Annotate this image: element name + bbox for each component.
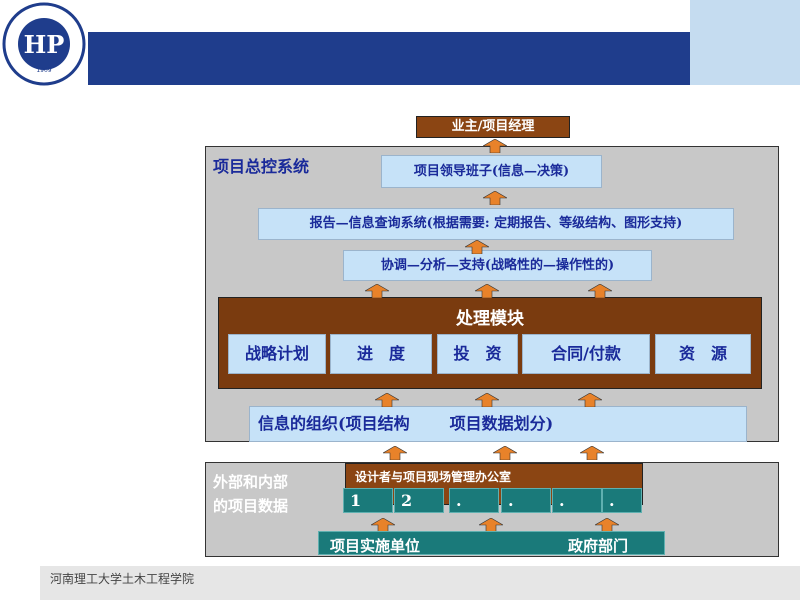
module-schedule: 进 度 <box>330 334 432 374</box>
coordination-box: 协调—分析—支持(战略性的—操作性的) <box>343 250 652 281</box>
up-arrow-icon <box>383 446 407 460</box>
module-resources: 资 源 <box>655 334 751 374</box>
up-arrow-icon <box>365 284 389 298</box>
footer-bar: 河南理工大学土木工程学院 <box>40 566 800 600</box>
processing-module-title: 处理模块 <box>456 309 524 329</box>
up-arrow-icon <box>371 518 395 532</box>
data-item: . <box>501 488 551 513</box>
up-arrow-icon <box>483 139 507 153</box>
up-arrow-icon <box>483 191 507 205</box>
up-arrow-icon <box>595 518 619 532</box>
module-investment: 投 资 <box>437 334 518 374</box>
up-arrow-icon <box>493 446 517 460</box>
info-organization-box: 信息的组织(项目结构 项目数据划分) <box>249 406 747 442</box>
report-query-box: 报告—信息查询系统(根据需要: 定期报告、等级结构、图形支持) <box>258 208 734 240</box>
government-dept-label: 政府部门 <box>568 537 629 555</box>
svg-text:HP: HP <box>24 30 65 59</box>
data-item: 1 <box>343 488 393 513</box>
up-arrow-icon <box>479 518 503 532</box>
designer-office-label: 设计者与项目现场管理办公室 <box>355 470 512 484</box>
footer-text: 河南理工大学土木工程学院 <box>50 572 195 586</box>
external-data-title: 外部和内部 的项目数据 <box>213 470 333 518</box>
up-arrow-icon <box>475 284 499 298</box>
external-title-line1: 外部和内部 <box>213 473 289 491</box>
implementation-unit-label: 项目实施单位 <box>330 537 421 555</box>
module-contract-payment: 合同/付款 <box>522 334 650 374</box>
owner-box: 业主/项目经理 <box>416 116 570 138</box>
logo-year: 1909 <box>36 67 51 74</box>
info-org-left: 信息的组织(项目结构 <box>258 414 410 433</box>
up-arrow-icon <box>588 284 612 298</box>
header-accent-block <box>690 0 800 85</box>
up-arrow-icon <box>475 393 499 407</box>
implementation-box <box>318 531 665 555</box>
control-system-title: 项目总控系统 <box>213 157 310 176</box>
university-seal-icon: HP 1909 <box>2 2 86 86</box>
up-arrow-icon <box>375 393 399 407</box>
info-org-right: 项目数据划分) <box>449 414 554 433</box>
external-title-line2: 的项目数据 <box>213 497 289 515</box>
leadership-box: 项目领导班子(信息—决策) <box>381 155 602 188</box>
data-item: . <box>449 488 499 513</box>
up-arrow-icon <box>578 393 602 407</box>
up-arrow-icon <box>465 240 489 254</box>
data-item: 2 <box>394 488 444 513</box>
up-arrow-icon <box>580 446 604 460</box>
module-strategy: 战略计划 <box>228 334 326 374</box>
data-item: . <box>552 488 602 513</box>
data-item: . <box>602 488 642 513</box>
header-bar <box>88 32 690 85</box>
